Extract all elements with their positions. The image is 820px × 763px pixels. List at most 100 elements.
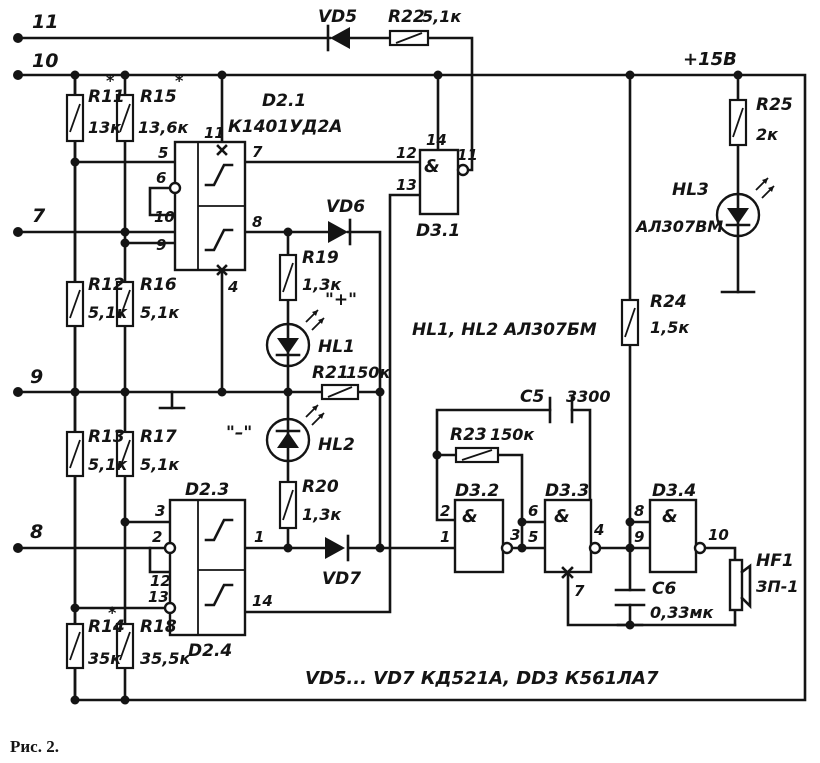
- d32-sym: &: [462, 506, 478, 527]
- d34-name: D3.4: [652, 481, 696, 501]
- r25-value: 2к: [756, 125, 779, 144]
- r14-name: R14: [88, 617, 125, 637]
- gate-d3-2: [453, 498, 514, 574]
- r24-value: 1,5к: [650, 318, 690, 337]
- c6-name: C6: [652, 579, 676, 599]
- r15-star: *: [175, 71, 184, 90]
- d24-name: D2.4: [188, 641, 232, 661]
- d31-pin13: 13: [396, 176, 417, 194]
- d21-pin5: 5: [158, 144, 168, 162]
- r21-name: R21: [312, 363, 349, 383]
- gate-d3-3: [543, 498, 602, 579]
- vd5-label: VD5: [318, 7, 357, 27]
- r18-name: R18: [140, 617, 177, 637]
- r17-name: R17: [140, 427, 177, 447]
- resistor-r25: [728, 98, 748, 147]
- r16-name: R16: [140, 275, 177, 295]
- r20-value: 1,3к: [302, 505, 342, 524]
- r11-name: R11: [88, 87, 125, 107]
- r12-name: R12: [88, 275, 125, 295]
- d21-pin11: 11: [204, 124, 225, 142]
- r14-value: 35к: [88, 649, 122, 668]
- r12-value: 5,1к: [88, 303, 128, 322]
- d33-pin7: 7: [574, 582, 585, 600]
- led-hl1: [265, 309, 325, 368]
- d31-sym: &: [424, 156, 440, 177]
- d31-pin11: 11: [457, 146, 478, 164]
- input-terminals: [13, 33, 23, 553]
- hl3-type: АЛ307ВМ: [634, 217, 723, 236]
- vd7-label: VD7: [322, 569, 361, 589]
- r11-star: *: [106, 71, 115, 90]
- r23-name: R23: [450, 425, 487, 445]
- supply-label: +15В: [683, 49, 737, 70]
- d32-pin1: 1: [440, 528, 450, 546]
- parts-note: VD5... VD7 КД521А, DD3 К561ЛА7: [305, 668, 659, 689]
- resistor-r19: [278, 253, 298, 302]
- d33-pin6: 6: [528, 502, 538, 520]
- d34-sym: &: [662, 506, 678, 527]
- buzzer-hf1: [728, 558, 752, 612]
- diode-vd7: [325, 534, 350, 562]
- d21-pin4: 4: [227, 278, 238, 296]
- r19-value: 1,3к: [302, 275, 342, 294]
- opamp-d2-3: [163, 498, 247, 637]
- resistor-r17: [115, 430, 135, 478]
- vd6-label: VD6: [326, 197, 365, 217]
- input-label-10: 10: [32, 50, 58, 72]
- d34-pin9: 9: [634, 528, 644, 546]
- hl2-label: HL2: [318, 435, 355, 455]
- hl3-label: HL3: [672, 180, 709, 200]
- d23-pin13: 13: [148, 588, 169, 606]
- d23-pin12: 12: [150, 572, 171, 590]
- d33-pin4: 4: [593, 521, 604, 539]
- c5-name: C5: [520, 387, 544, 407]
- d32-pin3: 3: [510, 526, 520, 544]
- d33-name: D3.3: [545, 481, 589, 501]
- r18-star: *: [108, 603, 117, 622]
- capacitor-c6: [614, 588, 646, 607]
- d34-pin8: 8: [634, 502, 644, 520]
- resistor-r12: [65, 280, 85, 328]
- resistor-r15: [115, 93, 135, 143]
- hl1-label: HL1: [318, 337, 355, 357]
- resistor-r23: [454, 446, 500, 464]
- d21-pin7: 7: [252, 143, 263, 161]
- resistor-r21: [320, 383, 360, 401]
- d23-name: D2.3: [185, 480, 229, 500]
- r19-name: R19: [302, 248, 339, 268]
- labels: 11 10 7 9 8 +15В R11 * 13к R15 * 13,6к R…: [10, 7, 799, 756]
- hf1-type: ЗП-1: [755, 577, 799, 596]
- d23-pin14: 14: [252, 592, 273, 610]
- r24-name: R24: [650, 292, 687, 312]
- r11-value: 13к: [88, 118, 122, 137]
- d21-name: D2.1: [262, 91, 306, 111]
- resistor-r20: [278, 480, 298, 530]
- r16-value: 5,1к: [140, 303, 180, 322]
- figure-caption: Рис. 2.: [10, 737, 59, 756]
- resistor-r13: [65, 430, 85, 478]
- hf1-name: HF1: [756, 551, 794, 571]
- input-label-7: 7: [32, 205, 46, 227]
- d32-pin2: 2: [440, 502, 450, 520]
- resistor-r14: [65, 622, 85, 670]
- d23-pin3: 3: [155, 502, 165, 520]
- diode-vd5: [326, 24, 350, 52]
- hl1-mark: "+": [325, 290, 357, 310]
- r18-value: 35,5к: [140, 649, 191, 668]
- r20-name: R20: [302, 477, 339, 497]
- r13-value: 5,1к: [88, 455, 128, 474]
- resistor-r18: [115, 622, 135, 670]
- capacitor-c5: [548, 396, 574, 424]
- d21-pin10: 10: [154, 208, 175, 226]
- d31-pin12: 12: [396, 144, 417, 162]
- r23-value: 150к: [490, 425, 535, 444]
- r15-name: R15: [140, 87, 177, 107]
- resistor-r22: [388, 29, 430, 47]
- wires: [18, 36, 807, 702]
- r15-value: 13,6к: [138, 118, 189, 137]
- gate-d3-1: [418, 148, 470, 216]
- input-label-8: 8: [30, 521, 43, 543]
- led-hl3: [715, 177, 775, 238]
- d23-pin1: 1: [254, 528, 264, 546]
